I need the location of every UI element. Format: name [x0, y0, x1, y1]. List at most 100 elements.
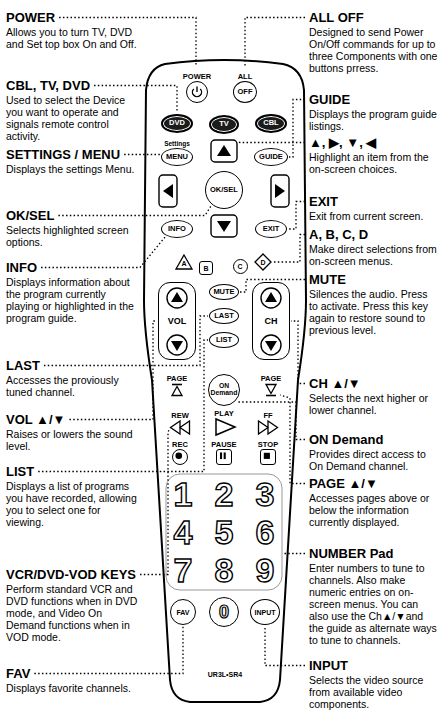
callout: LASTAccesses the proviously tuned channe…: [6, 356, 140, 398]
number-key-digit: 2: [215, 477, 234, 511]
button-text: VOL: [168, 317, 187, 326]
remote-button: DVD: [161, 114, 193, 133]
callout-heading: EXIT: [309, 194, 338, 209]
number-key-digit: 1: [174, 477, 193, 511]
leader-line: [265, 626, 305, 666]
callout: CBL, TV, DVDUsed to select the Device yo…: [6, 76, 140, 142]
button-shape: DVD: [161, 114, 193, 133]
arrow-glyph: [217, 221, 231, 232]
icon-part: [259, 421, 278, 434]
callout: INPUTSelects the video source from avail…: [309, 656, 438, 710]
remote-button: STOP: [258, 440, 278, 465]
button-text: B: [203, 265, 208, 272]
arrow-glyph: [171, 341, 183, 351]
remote-button: FAV: [170, 599, 196, 625]
leader-line: [124, 154, 160, 155]
button-shape: LIST: [209, 332, 239, 348]
nav-up-button: [211, 140, 237, 162]
number-key-digit: 6: [256, 515, 275, 549]
button-text: INFO: [168, 225, 186, 233]
leader-line: [283, 553, 305, 554]
icon-part: [176, 255, 192, 269]
callout-body: Accesses pages above or below the inform…: [309, 492, 438, 528]
number-key: 4: [174, 515, 193, 549]
button-shape: FAV: [170, 599, 196, 625]
remote-button: REC: [172, 440, 188, 465]
callout-body: Allows you to turn TV, DVD and Set top b…: [6, 26, 140, 50]
remote-button: VOL: [158, 282, 196, 360]
callout-body: Provides direct access to On Demand chan…: [309, 448, 438, 472]
button-label: POWER: [183, 72, 211, 81]
button-shape: D: [254, 253, 272, 271]
button-text: LAST: [214, 312, 234, 320]
button-text: D: [260, 259, 265, 266]
callout-body: Selects highlighted screen options.: [6, 224, 140, 248]
callout: MUTESilences the audio. Press to activat…: [309, 270, 438, 336]
leader-line: [41, 237, 165, 268]
button-shape: GUIDE: [254, 148, 288, 166]
callout-heading: OK/SEL: [6, 208, 54, 223]
remote-button: A: [175, 254, 193, 270]
button-shape: EXIT: [255, 220, 287, 238]
callout-body: Used to select the Device you want to op…: [6, 94, 140, 142]
number-key: 5: [215, 515, 234, 549]
remote-body: UR3L•SR4POWERALLOFFDVDTVCBLSettingsMENUG…: [142, 56, 308, 704]
button-text: DVD: [169, 119, 185, 127]
remote-button: ALL OFF: [233, 72, 257, 103]
remote-button: SettingsMENU: [161, 139, 193, 166]
callout-heading: INPUT: [309, 658, 348, 673]
callout: FAVDisplays favorite channels.: [6, 664, 140, 694]
numpad-outline: [166, 474, 282, 590]
remote-button: D: [254, 253, 272, 271]
callout: ALL OFFDesigned to send Power On/Off com…: [309, 8, 438, 74]
button-shape: OFF: [233, 81, 257, 103]
number-key-digit: 4: [174, 515, 193, 549]
callout-body: Displays the settings Menu.: [6, 163, 140, 175]
callout: LISTDisplays a list of programs you have…: [6, 462, 140, 528]
number-key: 6: [256, 515, 275, 549]
callout-heading: ALL OFF: [309, 10, 364, 25]
button-text: INPUT: [255, 609, 276, 616]
button-text: OFF: [238, 88, 253, 96]
arrow-glyph: [265, 341, 277, 351]
callout-body: Make direct selections from on-screen me…: [309, 243, 438, 267]
remote-button: EXIT: [255, 220, 287, 238]
button-label: PAGE: [261, 374, 282, 383]
button-shape: MENU: [161, 148, 193, 166]
button-text: EXIT: [263, 225, 280, 233]
button-shape: INPUT: [250, 599, 280, 625]
callout: VOL ▲/▼Raises or lowers the sound level.: [6, 410, 140, 452]
button-shape: [264, 383, 278, 397]
remote-button: PAGE: [167, 374, 188, 397]
button-shape: CH: [252, 282, 290, 360]
callout-body: Designed to send Power On/Off commands f…: [309, 26, 438, 74]
icon-part: [264, 453, 270, 459]
button-text: LIST: [216, 336, 232, 344]
button-icon: [264, 383, 278, 397]
button-shape: VOL: [158, 282, 196, 360]
number-key-digit: 7: [174, 553, 193, 587]
drawing-part: [163, 145, 285, 351]
callout-body: Displays favorite channels.: [6, 682, 140, 694]
callout: GUIDEDisplays the program guide listings…: [309, 90, 438, 132]
button-shape: INFO: [161, 220, 193, 238]
callout: POWERAllows you to turn TV, DVD and Set …: [6, 8, 140, 50]
remote-button: MUTE: [209, 284, 239, 300]
leader-line: [140, 428, 170, 575]
number-key: 3: [256, 477, 275, 511]
button-icon: [169, 420, 191, 435]
remote-button: TV: [209, 115, 239, 134]
remote-button: CH: [252, 282, 290, 360]
button-text: 0: [219, 603, 229, 621]
button-text: TV: [219, 120, 229, 128]
callout-body: Enter numbers to tune to channels. Also …: [309, 562, 438, 646]
icon-part: [175, 452, 182, 459]
callout-heading: LAST: [6, 358, 40, 373]
icon-part: [220, 452, 222, 459]
icon-part: [266, 385, 276, 394]
callout-body: Exit from current screen.: [309, 210, 438, 222]
button-label: ALL: [238, 72, 253, 81]
callout: CH ▲/▼Selects the next higher or lower c…: [309, 374, 438, 416]
callout-heading: SETTINGS / MENU: [6, 147, 120, 162]
